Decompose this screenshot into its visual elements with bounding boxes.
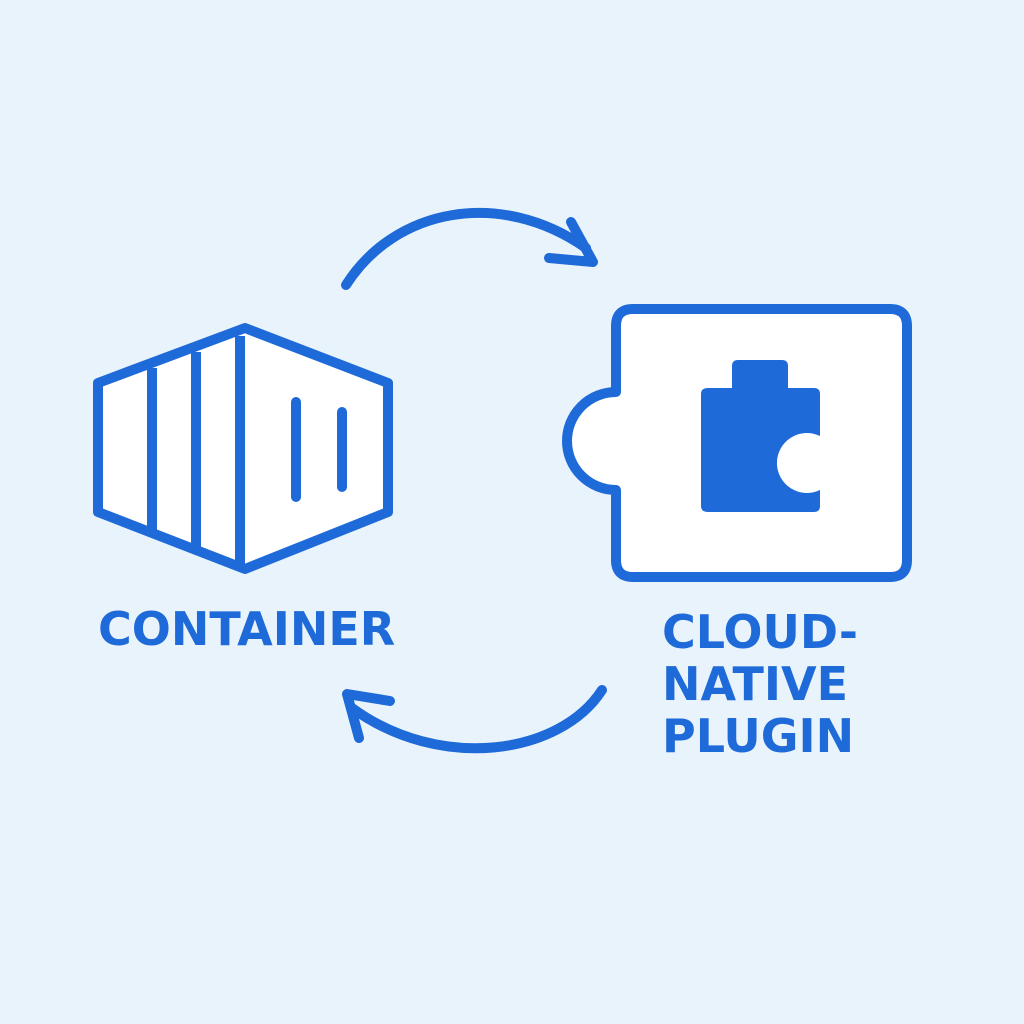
plugin-label-line-1: CLOUD- <box>662 605 859 659</box>
arrow-plugin-to-container <box>342 685 607 754</box>
plugin-label-line-3: PLUGIN <box>662 709 855 763</box>
shipping-container-icon <box>93 323 393 574</box>
plugin-label-line-2: NATIVE <box>662 657 849 711</box>
puzzle-piece-icon <box>562 304 912 582</box>
plugin-label: CLOUD- NATIVE PLUGIN <box>662 606 892 762</box>
arrow-container-to-plugin <box>341 207 598 290</box>
container-label: CONTAINER <box>98 602 396 656</box>
